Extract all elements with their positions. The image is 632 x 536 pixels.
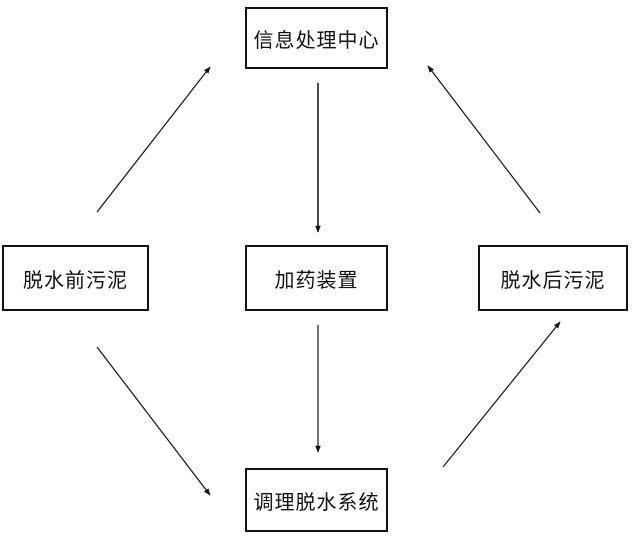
arrow-sludge-before-to-info-center <box>96 66 211 213</box>
node-sludge-before-label: 脱水前污泥 <box>23 267 128 292</box>
arrow-dewater-system-to-sludge-after <box>442 321 561 468</box>
node-info-center-label: 信息处理中心 <box>253 27 380 52</box>
node-sludge-before: 脱水前污泥 <box>2 245 149 311</box>
arrow-sludge-before-to-dewater-system <box>96 346 211 496</box>
node-dewater-system-label: 调理脱水系统 <box>253 489 380 514</box>
node-dosing-device: 加药装置 <box>245 245 388 311</box>
node-dosing-device-label: 加药装置 <box>274 267 359 292</box>
node-sludge-after-label: 脱水后污泥 <box>500 267 606 292</box>
node-info-center: 信息处理中心 <box>245 7 388 69</box>
node-sludge-after: 脱水后污泥 <box>478 245 628 311</box>
node-dewater-system: 调理脱水系统 <box>245 468 388 532</box>
arrow-sludge-after-to-info-center <box>427 65 541 214</box>
